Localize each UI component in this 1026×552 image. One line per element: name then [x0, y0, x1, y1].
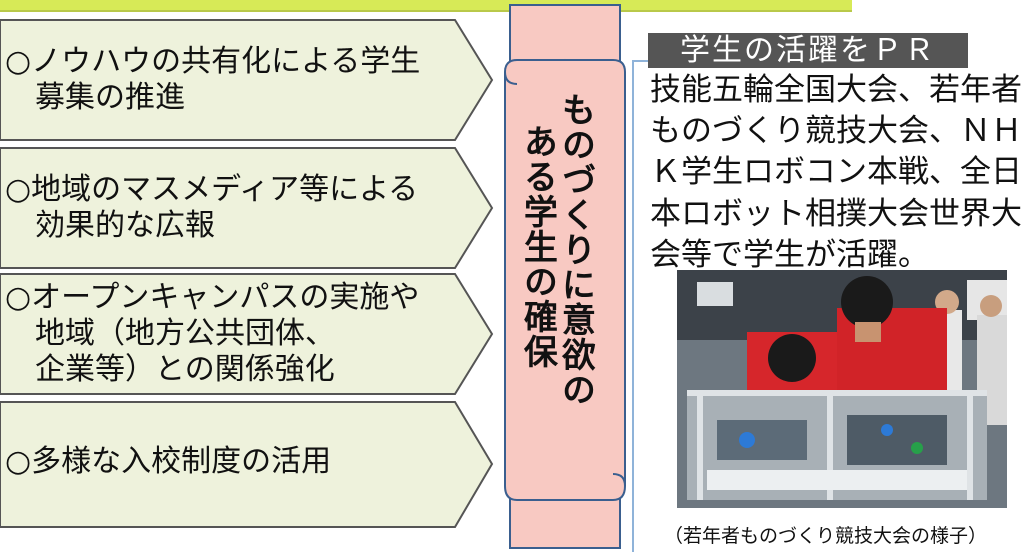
- arrow-shape: [0, 401, 494, 528]
- strategy-text: ○多様な入校制度の活用: [5, 444, 332, 479]
- pr-header: 学生の活躍をＰＲ: [648, 33, 968, 68]
- pr-bracket-line: [632, 60, 634, 552]
- strategy-text: ○地域のマスメディア等による 効果的な広報: [5, 172, 419, 243]
- strategy-box-4: ○多様な入校制度の活用: [0, 401, 500, 528]
- strategy-text: ○ノウハウの共有化による学生 募集の推進: [5, 44, 421, 115]
- banner-line-2: ある学生の確保: [517, 124, 558, 369]
- ribbon-shape: [504, 4, 626, 549]
- strategy-box-1: ○ノウハウの共有化による学生 募集の推進: [0, 19, 500, 141]
- photo-illustration: [677, 270, 1007, 508]
- arrow-shape: [0, 273, 494, 395]
- strategy-text: ○オープンキャンパスの実施や 地域（地方公共団体、 企業等）との関係強化: [5, 280, 420, 387]
- top-accent-bar: [0, 0, 852, 10]
- banner-line-1: ものづくりに意欲の: [555, 92, 596, 407]
- goal-banner: ものづくりに意欲の ある学生の確保: [470, 0, 640, 552]
- strategy-box-3: ○オープンキャンパスの実施や 地域（地方公共団体、 企業等）との関係強化: [0, 273, 500, 395]
- arrow-shape: [0, 147, 494, 269]
- photo-caption: （若年者ものづくり競技大会の様子）: [664, 525, 988, 547]
- pr-description: 技能五輪全国大会、若年者ものづくり競技大会、ＮＨＫ学生ロボコン本戦、全日本ロボッ…: [650, 72, 1022, 273]
- pr-bracket-tick: [632, 60, 650, 62]
- strategy-box-2: ○地域のマスメディア等による 効果的な広報: [0, 147, 500, 269]
- competition-photo: [677, 270, 1007, 508]
- top-accent-bar-shadow: [0, 10, 852, 12]
- arrow-shape: [0, 19, 494, 141]
